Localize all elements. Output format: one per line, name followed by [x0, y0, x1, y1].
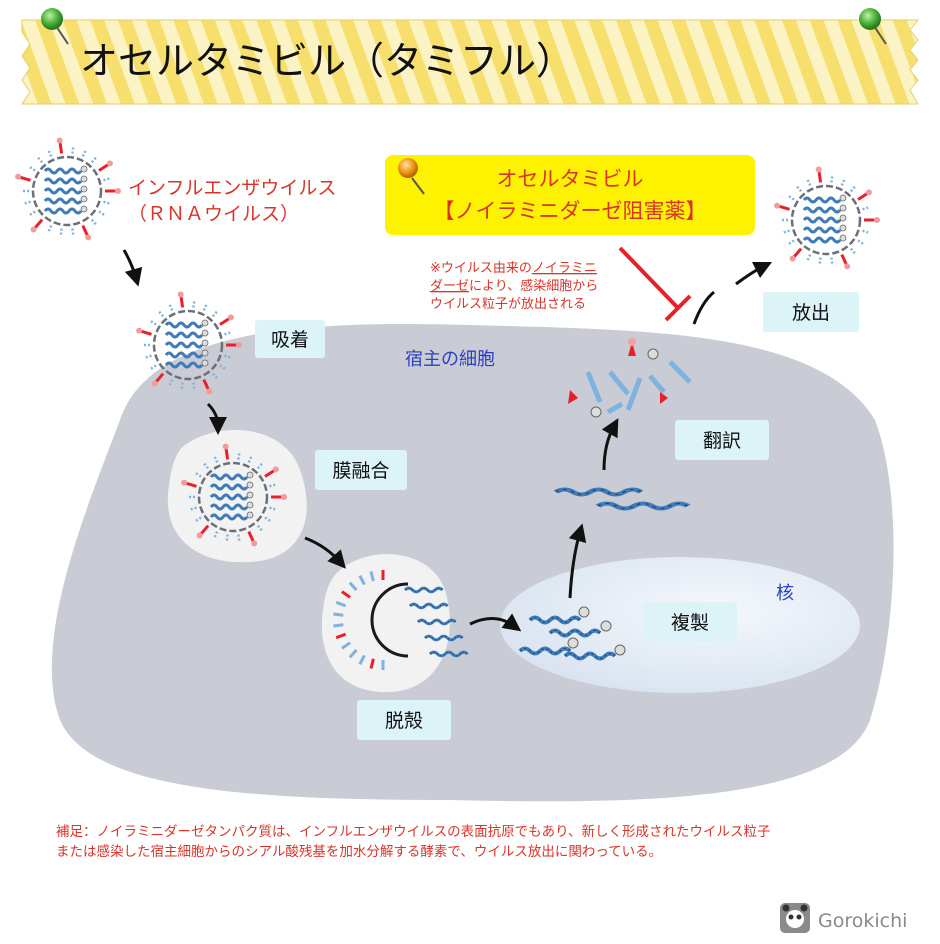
pin-green-left-icon: [41, 8, 69, 45]
cell-label: 宿主の細胞: [405, 349, 495, 370]
svg-text:翻訳: 翻訳: [703, 430, 741, 452]
replicated-rna: [518, 606, 626, 661]
nucleus-label: 核: [776, 583, 794, 604]
step-label-release: 放出: [763, 292, 859, 332]
brand-name: Gorokichi: [818, 910, 907, 932]
step-label-adsorption: 吸着: [255, 320, 325, 358]
footnote-line1: 補足：ノイラミニダーゼタンパク質は、インフルエンザウイルスの表面抗原でもあり、新…: [56, 824, 771, 840]
arrow-to-assembly: [601, 418, 619, 471]
note-line1-underlined: ノイラミニ: [532, 261, 597, 276]
svg-text:ダーゼにより、感染細胞から: ダーゼにより、感染細胞から: [430, 278, 598, 294]
inhibition-mark: [618, 246, 692, 322]
footnote-line2: または感染した宿主細胞からのシアル酸残基を加水分解する酵素で、ウイルス放出に関わ…: [56, 843, 662, 860]
virus-label-line1: インフルエンザウイルス: [128, 177, 336, 199]
drug-box: オセルタミビル 【ノイラミニダーゼ阻害薬】: [385, 155, 755, 235]
virus-particle-incoming: [15, 137, 121, 241]
pin-orange-icon: [398, 158, 425, 195]
arrow-release-2: [735, 261, 773, 286]
note-line2-underlined: ダーゼ: [430, 279, 469, 294]
host-cell: [51, 323, 894, 802]
flow-arrows: [122, 249, 773, 632]
arrow-to-fusion: [206, 402, 227, 435]
virus-particle-released: [774, 166, 880, 270]
virus-particle-adsorbed: [136, 291, 242, 395]
svg-text:※ウイルス由来のノイラミニ: ※ウイルス由来のノイラミニ: [430, 261, 597, 276]
mechanism-note: ※ウイルス由来のノイラミニ ダーゼにより、感染細胞から ウイルス粒子が放出される: [430, 261, 598, 312]
svg-text:脱殻: 脱殻: [385, 710, 423, 732]
step-label-translation: 翻訳: [675, 420, 769, 460]
step-label-uncoating: 脱殻: [357, 700, 451, 740]
note-line1-prefix: ※ウイルス由来の: [430, 261, 532, 276]
virus-label: インフルエンザウイルス （ＲＮＡウイルス）: [128, 177, 336, 225]
drug-name: オセルタミビル: [497, 167, 644, 191]
svg-text:膜融合: 膜融合: [332, 460, 389, 482]
svg-text:放出: 放出: [792, 302, 830, 324]
uncoated-capsid: [333, 570, 409, 670]
step-label-fusion: 膜融合: [315, 450, 407, 490]
arrow-to-adsorption: [122, 249, 143, 287]
note-line2-suffix: により、感染細胞から: [469, 278, 598, 294]
arrow-to-translation: [568, 523, 587, 599]
arrow-release-1: [692, 290, 715, 325]
svg-text:吸着: 吸着: [271, 329, 309, 351]
virus-particle-fusing: [181, 443, 287, 547]
step-label-replication: 複製: [643, 602, 737, 642]
arrow-to-uncoating: [304, 536, 346, 569]
svg-text:複製: 複製: [671, 612, 709, 634]
page-title: オセルタミビル（タミフル）: [80, 39, 574, 83]
brand-watermark: Gorokichi: [780, 903, 907, 933]
note-line3: ウイルス粒子が放出される: [430, 297, 586, 312]
pin-green-right-icon: [859, 8, 887, 45]
virus-label-line2: （ＲＮＡウイルス）: [128, 203, 299, 225]
footnote: 補足：ノイラミニダーゼタンパク質は、インフルエンザウイルスの表面抗原でもあり、新…: [56, 824, 771, 860]
drug-class: 【ノイラミニダーゼ阻害薬】: [434, 199, 707, 223]
title-banner: オセルタミビル（タミフル）: [21, 8, 920, 105]
arrow-to-nucleus: [469, 613, 522, 632]
translated-proteins: [568, 338, 692, 418]
